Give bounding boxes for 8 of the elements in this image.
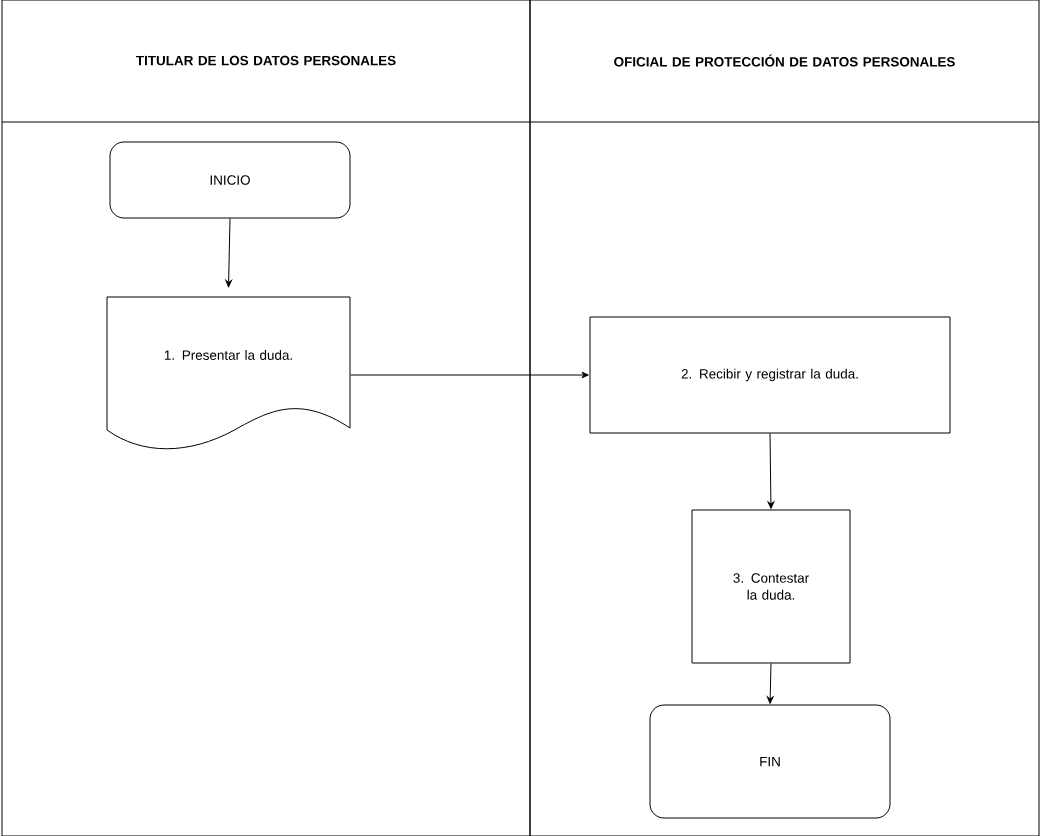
terminal-box: INICIO <box>109 141 351 219</box>
arrow <box>766 663 774 704</box>
arrow <box>350 371 589 379</box>
arrow <box>225 218 232 288</box>
terminal-box: FIN <box>649 704 891 819</box>
arrow <box>767 433 775 509</box>
process-box: 3. Contestar la duda. <box>691 509 851 664</box>
process-box: 2. Recibir y registrar la duda. <box>589 316 951 434</box>
